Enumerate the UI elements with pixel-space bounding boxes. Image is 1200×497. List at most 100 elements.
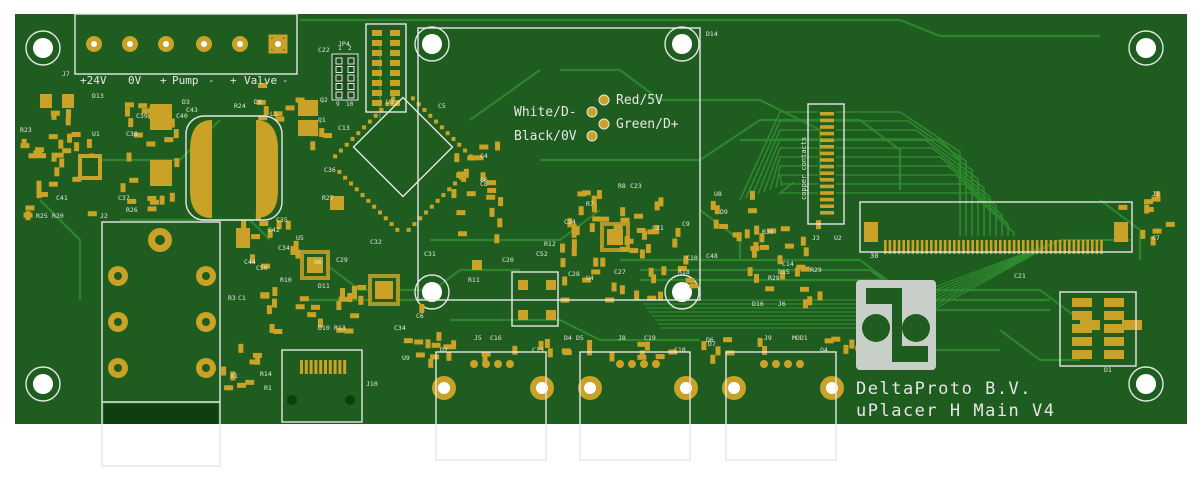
module-outline bbox=[417, 27, 701, 301]
usb-outline-j9 bbox=[725, 351, 837, 461]
j4-outline bbox=[365, 23, 407, 113]
smd-pad bbox=[255, 355, 261, 365]
ref-label: D10 bbox=[318, 324, 330, 332]
label-valve: Valve bbox=[244, 74, 277, 87]
power-pad bbox=[1080, 320, 1100, 330]
ref-label: C1 bbox=[238, 294, 246, 302]
smd-pad bbox=[591, 203, 597, 213]
label-valve-minus: - bbox=[282, 74, 289, 87]
smd-pad bbox=[269, 323, 275, 333]
ref-label: C6 bbox=[480, 176, 488, 184]
smd-pad bbox=[338, 296, 348, 302]
ref-label: J3 bbox=[812, 234, 820, 242]
smd-pad bbox=[675, 227, 681, 237]
smd-pad bbox=[1155, 191, 1161, 201]
smd-pad bbox=[474, 155, 484, 161]
smd-pad bbox=[249, 359, 259, 365]
ffc-j3-pad bbox=[985, 240, 988, 254]
terminal-pin-hole bbox=[275, 41, 281, 47]
mcu-pin bbox=[395, 227, 400, 232]
mcu-pin bbox=[362, 125, 367, 130]
logo-company: DeltaProto B.V. bbox=[856, 379, 1032, 399]
j4-pad bbox=[390, 50, 400, 56]
ref-label: D7 bbox=[708, 340, 716, 348]
flex-trace bbox=[739, 111, 818, 201]
ffc-j6-pad bbox=[820, 171, 834, 175]
smd-pad bbox=[425, 339, 431, 349]
ffc-j3-pad bbox=[957, 240, 961, 254]
mcu-pin bbox=[333, 154, 338, 159]
smd-pad bbox=[446, 351, 452, 361]
ref-label: C28 bbox=[568, 270, 580, 278]
smd-pad bbox=[754, 273, 760, 283]
smd-pad bbox=[600, 216, 610, 222]
ffc-j6-pad bbox=[820, 184, 834, 189]
smd-pad bbox=[651, 274, 657, 284]
smd-pad bbox=[51, 152, 57, 162]
flex-trace bbox=[836, 174, 1003, 236]
ffc-j3-pad bbox=[1091, 240, 1094, 254]
ref-label: J2 bbox=[100, 212, 108, 220]
usb-pin bbox=[506, 360, 514, 368]
mcu-pin bbox=[343, 175, 348, 180]
ref-label: L1 bbox=[270, 110, 278, 118]
j4-pad bbox=[372, 80, 382, 86]
mcu-pin bbox=[410, 96, 415, 101]
mcu-pin bbox=[391, 96, 396, 101]
ref-label: R20 bbox=[52, 212, 64, 220]
mcu-pin bbox=[383, 216, 388, 221]
ffc-j3-pad bbox=[948, 240, 951, 254]
ffc-j3-pad bbox=[902, 240, 905, 254]
smd-pad bbox=[600, 257, 606, 267]
mounting-hole-ring bbox=[1128, 30, 1164, 66]
ref-label: R27 bbox=[322, 194, 334, 202]
ref-label: R25 bbox=[36, 212, 48, 220]
j10-pin bbox=[324, 360, 327, 374]
smd-pad bbox=[765, 286, 775, 292]
smd-pad bbox=[256, 99, 266, 105]
smd-pad bbox=[800, 236, 806, 246]
ref-label: J10 bbox=[366, 380, 378, 388]
ffc-j3-pad bbox=[1077, 240, 1080, 254]
smd-pad bbox=[129, 177, 139, 183]
smd-pad bbox=[689, 283, 699, 289]
ref-label: C16 bbox=[490, 334, 502, 342]
flex-trace bbox=[757, 138, 818, 195]
mcu-pin bbox=[441, 193, 446, 198]
rj45-pad-hole bbox=[202, 272, 210, 280]
footprint-30-label: 30 bbox=[870, 252, 878, 260]
smd-pad bbox=[48, 181, 58, 187]
smd-pad bbox=[482, 353, 488, 363]
j4-pad bbox=[372, 100, 382, 106]
smd-pad bbox=[802, 299, 808, 309]
ref-label: Q2 bbox=[320, 96, 328, 104]
ref-label: D14 bbox=[706, 30, 718, 38]
smd-pad bbox=[127, 198, 137, 204]
smd-pad bbox=[751, 248, 757, 258]
smd-pad bbox=[749, 190, 755, 200]
usb-outline-j8 bbox=[579, 351, 691, 461]
j10-pin bbox=[314, 360, 318, 374]
jp4-pin bbox=[335, 66, 343, 73]
crystal-pad bbox=[518, 310, 528, 320]
smd-pad bbox=[596, 190, 602, 200]
usb-shield-hole bbox=[680, 382, 692, 394]
crystal-pad bbox=[546, 280, 556, 290]
smd-pad bbox=[487, 188, 497, 194]
ffc-j3-pad bbox=[953, 240, 956, 254]
smd-pad bbox=[454, 153, 460, 163]
smd-pad bbox=[147, 195, 157, 201]
usb-pin bbox=[628, 360, 636, 368]
smd-pad bbox=[620, 207, 626, 217]
ref-label: D11 bbox=[318, 282, 330, 290]
smd-pad bbox=[486, 194, 496, 200]
smd-pad bbox=[62, 148, 72, 154]
smd-pad bbox=[498, 197, 504, 207]
label-24v: +24V bbox=[80, 74, 107, 87]
ref-label: C13 bbox=[338, 124, 350, 132]
mcu-pin bbox=[424, 210, 429, 215]
smd-pad bbox=[169, 192, 175, 202]
ref-label: D4 bbox=[564, 334, 572, 342]
ffc-j6-pad bbox=[820, 164, 834, 169]
smd-pad bbox=[480, 172, 486, 182]
